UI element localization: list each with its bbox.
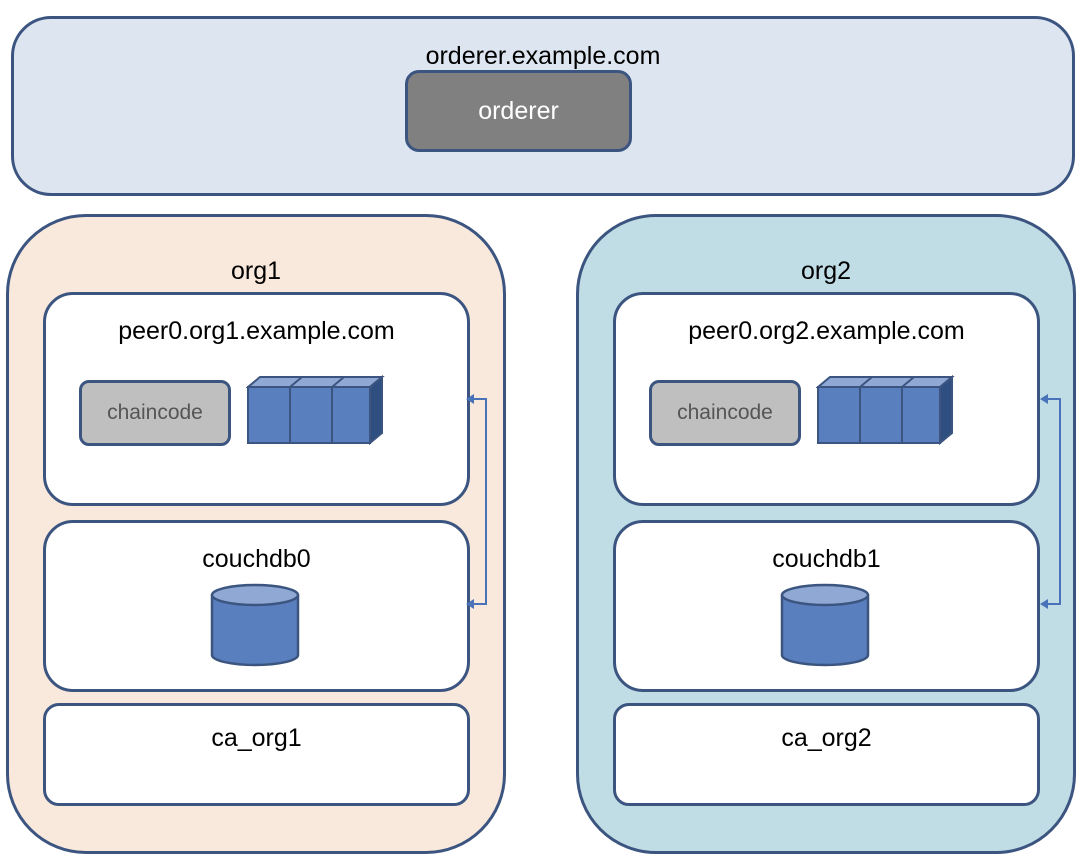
org2-chaincode: chaincode xyxy=(649,380,801,446)
org1-ca-title: ca_org1 xyxy=(211,724,302,752)
org2-peer-node: peer0.org2.example.com chaincode xyxy=(613,292,1040,506)
org1-couchdb-title: couchdb0 xyxy=(202,545,311,573)
orderer-organization: orderer.example.com xyxy=(11,16,1075,196)
org1-peer-node: peer0.org1.example.com chaincode xyxy=(43,292,470,506)
org2-ca-node: ca_org2 xyxy=(613,703,1040,806)
org2-ca-title: ca_org2 xyxy=(781,724,872,752)
org1-chaincode: chaincode xyxy=(79,380,231,446)
database-cylinder-icon xyxy=(210,583,300,667)
org2-couchdb-title: couchdb1 xyxy=(772,545,881,573)
ledger-blocks-icon xyxy=(246,375,385,446)
orderer-organization-title: orderer.example.com xyxy=(425,42,661,70)
org2-title: org2 xyxy=(800,257,852,285)
org2-container: org2 peer0.org2.example.com chaincode co… xyxy=(576,214,1076,854)
ledger-blocks-icon xyxy=(816,375,955,446)
orderer-node: orderer xyxy=(405,70,632,152)
org1-container: org1 peer0.org1.example.com chaincode co… xyxy=(6,214,506,854)
org1-peer-title: peer0.org1.example.com xyxy=(118,317,395,345)
org1-ca-node: ca_org1 xyxy=(43,703,470,806)
org1-title: org1 xyxy=(230,257,282,285)
org2-couchdb-node: couchdb1 xyxy=(613,520,1040,692)
org2-peer-title: peer0.org2.example.com xyxy=(688,317,965,345)
org1-couchdb-node: couchdb0 xyxy=(43,520,470,692)
database-cylinder-icon xyxy=(780,583,870,667)
